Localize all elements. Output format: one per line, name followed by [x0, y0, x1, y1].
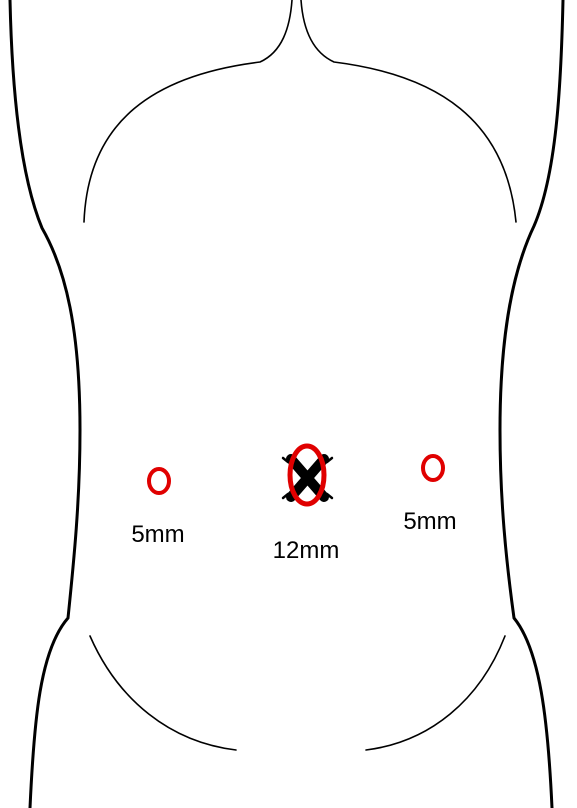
port-label-left: 5mm [131, 521, 184, 548]
port-label-center: 12mm [273, 537, 340, 564]
torso-outline-right [500, 0, 563, 808]
port-marker-left [149, 469, 169, 493]
port-label-right: 5mm [403, 508, 456, 535]
port-marker-right [423, 456, 443, 480]
chest-rib-contour [84, 0, 516, 222]
torso-outline-left [10, 0, 80, 808]
inguinal-contour-left [90, 636, 236, 750]
inguinal-contour-right [366, 636, 505, 750]
